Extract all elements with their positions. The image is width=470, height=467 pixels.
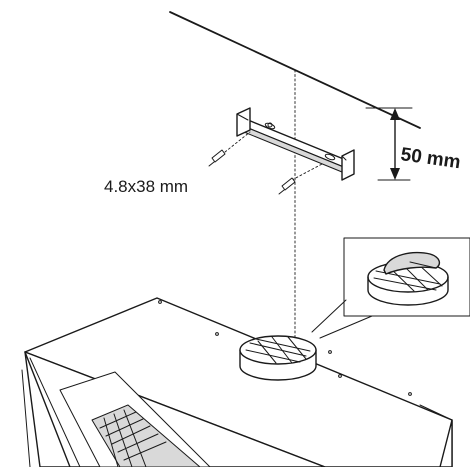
outlet-collar: [239, 335, 317, 381]
screw-left: [208, 131, 251, 167]
dimension-label: 50 mm: [399, 144, 462, 173]
screw-size-label: 4.8x38 mm: [104, 177, 188, 196]
dimension-indicator: [365, 107, 413, 181]
mounting-bracket: [236, 107, 355, 181]
detail-bubble: [311, 237, 470, 339]
hood-body: [21, 297, 453, 467]
screw-right: [278, 163, 323, 195]
